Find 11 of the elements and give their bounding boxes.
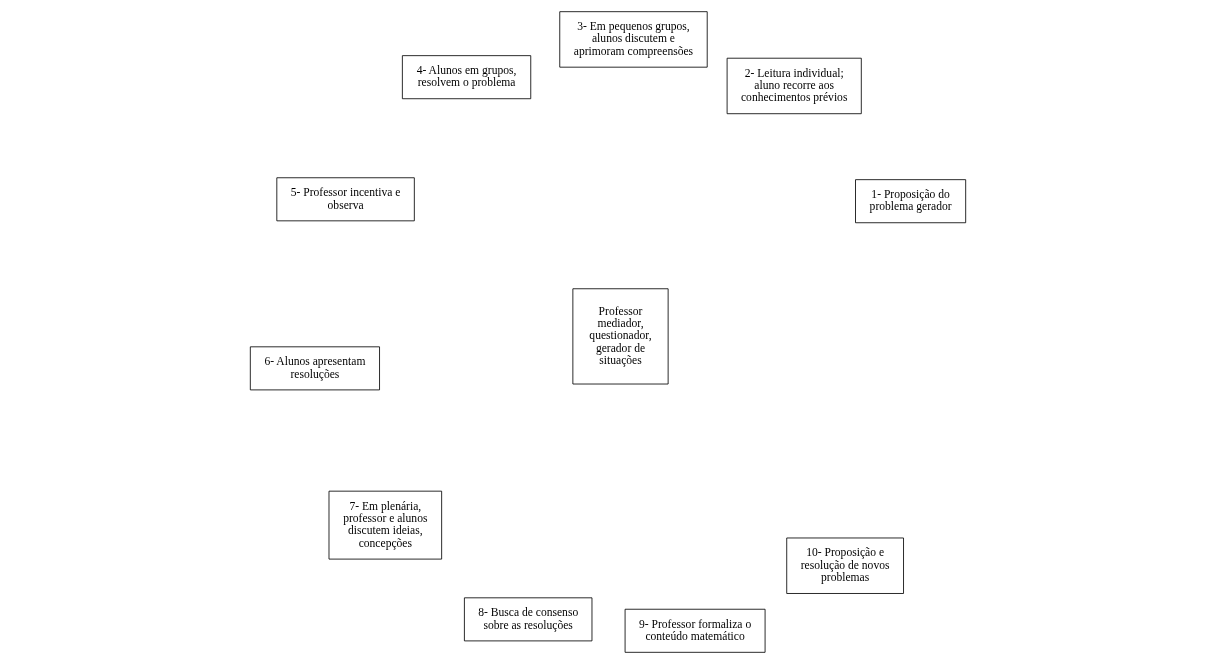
node-box: 7- Em plenária, professor e alunos discutem ideias, concepções [328, 490, 442, 560]
node-box: 5- Professor incentiva e observa [275, 177, 415, 222]
node-box: 2- Leitura individual; aluno recorre aos conhecimentos prévios [726, 57, 862, 115]
node-box: 3- Em pequenos grupos, alunos discutem e aprimoram compreensões [558, 11, 708, 68]
node-box: 10- Proposição e resolução de novos problemas [785, 537, 904, 594]
node-box: 9- Professor formaliza o conteúdo matemático [624, 608, 765, 653]
node-box: 1- Proposição do problema gerador [854, 179, 966, 224]
node-box: 4- Alunos em grupos, resolvem o problema [401, 55, 531, 100]
node-box: 8- Busca de consenso sobre as resoluções [463, 597, 592, 642]
node-box: Professor mediador, questionador, gerador de situações [571, 288, 669, 385]
node-box: 6- Alunos apresentam resoluções [249, 346, 380, 391]
